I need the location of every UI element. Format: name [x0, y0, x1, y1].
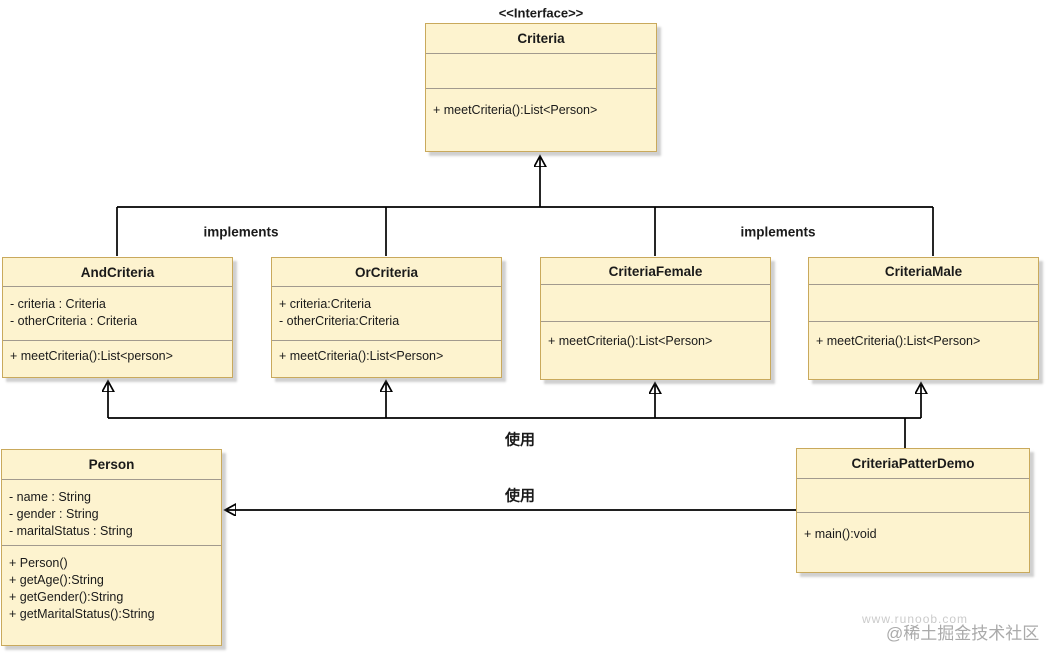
class-criteriamale-methods: + meetCriteria():List<Person>: [809, 321, 1038, 379]
class-person-methods: + Person() + getAge():String + getGender()…: [2, 545, 221, 645]
watermark-community: @稀土掘金技术社区: [886, 624, 1040, 643]
class-criteriapatterdemo: CriteriaPatterDemo + main():void: [796, 448, 1030, 573]
watermark-site: www.runoob.com: [862, 612, 969, 626]
member-line: + getAge():String: [9, 573, 104, 587]
implements-label-left: implements: [203, 224, 279, 240]
class-orcriteria: OrCriteria + criteria:Criteria - otherCri…: [271, 257, 502, 378]
class-person: Person - name : String- gender : String-…: [1, 449, 222, 646]
class-andcriteria-methods: + meetCriteria():List<person>: [3, 340, 232, 377]
member-line: - gender : String: [9, 507, 99, 521]
class-criteriamale-attributes: [809, 284, 1038, 321]
member-line: + meetCriteria():List<Person>: [433, 103, 598, 117]
member-line: - otherCriteria : Criteria: [10, 314, 138, 328]
class-criteriapatterdemo-title: CriteriaPatterDemo: [851, 456, 975, 471]
member-line: + Person(): [9, 556, 68, 570]
class-criteria-title: Criteria: [517, 31, 565, 46]
class-criteria: Criteria + meetCriteria():List<Person>: [425, 23, 657, 152]
member-line: + meetCriteria():List<Person>: [279, 349, 444, 363]
class-criteriapatterdemo-methods: + main():void: [797, 512, 1029, 572]
class-andcriteria-attributes: - criteria : Criteria - otherCriteria : C…: [3, 286, 232, 340]
class-andcriteria: AndCriteria - criteria : Criteria - other…: [2, 257, 233, 378]
interface-stereotype-label: <<Interface>>: [498, 5, 584, 21]
member-line: - maritalStatus : String: [9, 524, 133, 538]
class-criteriafemale-attributes: [541, 284, 770, 321]
class-criteriamale-title: CriteriaMale: [884, 263, 963, 279]
class-criteriapatterdemo-attributes: [797, 478, 1029, 512]
member-line: + main():void: [804, 527, 877, 541]
class-criteria-methods: + meetCriteria():List<Person>: [426, 88, 656, 151]
member-line: + meetCriteria():List<Person>: [816, 334, 981, 348]
member-line: - name : String: [9, 490, 91, 504]
class-andcriteria-title: AndCriteria: [80, 264, 155, 280]
class-criteriafemale-methods: + meetCriteria():List<Person>: [541, 321, 770, 379]
class-criteriafemale: CriteriaFemale + meetCriteria():List<Per…: [540, 257, 771, 380]
class-orcriteria-methods: + meetCriteria():List<Person>: [272, 340, 501, 377]
class-criteriamale: CriteriaMale + meetCriteria():List<Perso…: [808, 257, 1039, 380]
member-line: + meetCriteria():List<person>: [10, 349, 173, 363]
use-label-top: 使用: [504, 431, 536, 449]
member-line: + getGender():String: [9, 590, 124, 604]
member-line: + getMaritalStatus():String: [9, 607, 155, 621]
member-line: + criteria:Criteria: [279, 297, 372, 311]
class-orcriteria-attributes: + criteria:Criteria - otherCriteria:Crite…: [272, 286, 501, 340]
use-label-bottom: 使用: [504, 487, 536, 505]
member-line: + meetCriteria():List<Person>: [548, 334, 713, 348]
class-criteriafemale-title: CriteriaFemale: [608, 263, 703, 279]
class-person-title: Person: [88, 457, 135, 472]
class-person-attributes: - name : String - gender : String - marita…: [2, 479, 221, 545]
class-criteria-attributes: [426, 53, 656, 88]
class-orcriteria-title: OrCriteria: [354, 264, 419, 280]
implements-label-right: implements: [740, 224, 816, 240]
member-line: - criteria : Criteria: [10, 297, 106, 311]
member-line: - otherCriteria:Criteria: [279, 314, 400, 328]
